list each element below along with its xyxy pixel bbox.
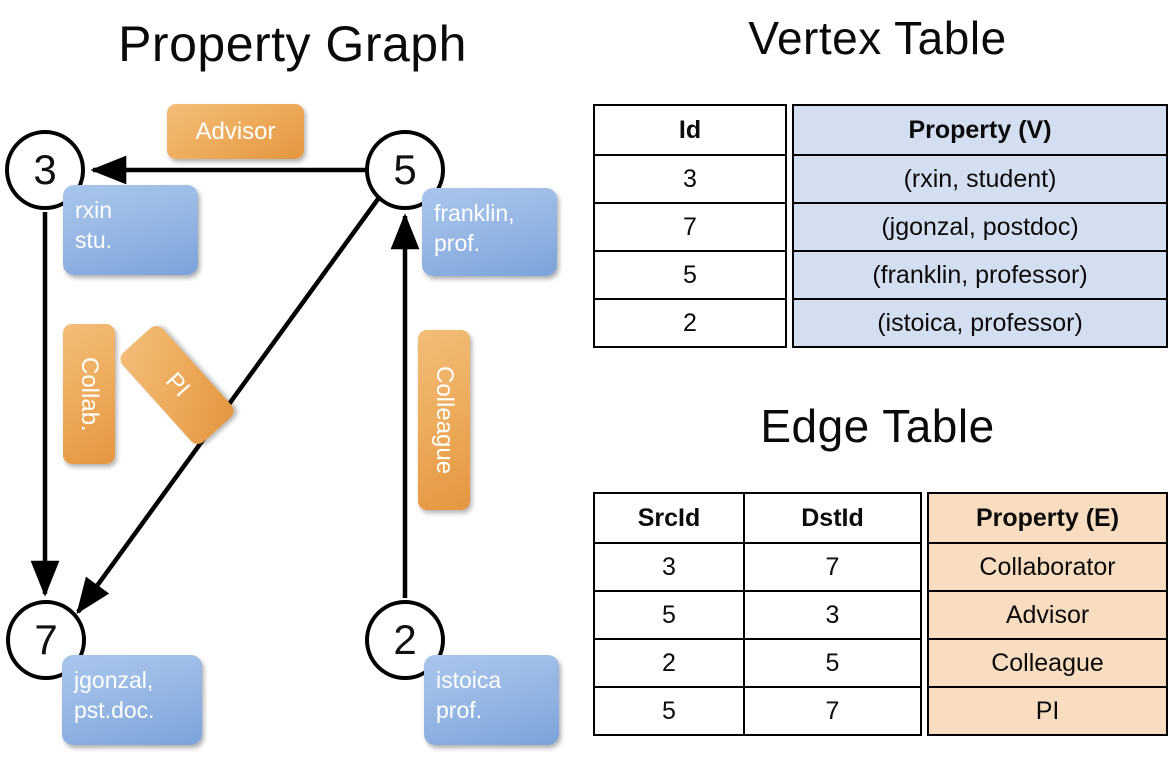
- edge-table-header-dstid: DstId: [743, 492, 922, 544]
- vertex-row-1-id: 7: [593, 202, 787, 252]
- table-row[interactable]: 5 3 Advisor: [593, 590, 1168, 640]
- edge-row-1-dst: 3: [743, 590, 922, 640]
- graph-node-5-label: 5: [393, 146, 417, 193]
- vertex-row-0-id: 3: [593, 154, 787, 204]
- edge-row-1-src: 5: [593, 590, 745, 640]
- vertex-property-box-rxin[interactable]: rxin stu.: [63, 185, 198, 275]
- edge-row-3-property: PI: [927, 686, 1168, 736]
- edge-row-2-src: 2: [593, 638, 745, 688]
- vertex-row-3-id: 2: [593, 298, 787, 348]
- edge-table-column-gap: [921, 543, 928, 591]
- edge-table-header-property: Property (E): [927, 492, 1168, 544]
- vertex-table-header-id: Id: [593, 104, 787, 156]
- vertex-property-rxin-line2: stu.: [75, 227, 113, 253]
- edge-row-3-src: 5: [593, 686, 745, 736]
- vertex-table-column-gap: [786, 251, 793, 299]
- edge-table-column-gap: [921, 591, 928, 639]
- vertex-table-header-property: Property (V): [792, 104, 1168, 156]
- vertex-table-column-gap: [786, 203, 793, 251]
- edge-label-pi-text: PI: [159, 367, 195, 403]
- vertex-row-1-property: (jgonzal, postdoc): [792, 202, 1168, 252]
- page-title-property-graph: Property Graph: [118, 16, 467, 72]
- edge-table-column-gap: [921, 639, 928, 687]
- vertex-property-jgonzal-line2: pst.doc.: [74, 697, 155, 723]
- graph-node-3-label: 3: [33, 146, 57, 193]
- vertex-table: Id Property (V) 3 (rxin, student) 7 (jgo…: [593, 104, 1168, 348]
- vertex-property-box-franklin[interactable]: franklin, prof.: [422, 188, 557, 276]
- vertex-row-2-property: (franklin, professor): [792, 250, 1168, 300]
- edge-table-column-gap: [921, 687, 928, 735]
- edge-row-0-property: Collaborator: [927, 542, 1168, 592]
- edge-row-1-property: Advisor: [927, 590, 1168, 640]
- edge-table: SrcId DstId Property (E) 3 7 Collaborato…: [593, 492, 1168, 736]
- table-row[interactable]: 7 (jgonzal, postdoc): [593, 202, 1168, 252]
- table-row[interactable]: 2 (istoica, professor): [593, 298, 1168, 348]
- vertex-table-column-gap: [786, 155, 793, 203]
- edge-row-0-dst: 7: [743, 542, 922, 592]
- vertex-table-column-gap: [786, 299, 793, 347]
- edge-row-2-property: Colleague: [927, 638, 1168, 688]
- edge-row-2-dst: 5: [743, 638, 922, 688]
- graph-node-2[interactable]: 2: [365, 600, 445, 680]
- vertex-property-franklin-line1: franklin,: [434, 200, 515, 226]
- vertex-property-franklin-line2: prof.: [434, 230, 481, 256]
- vertex-property-rxin-line1: rxin: [75, 197, 113, 223]
- edge-table-header-srcid: SrcId: [593, 492, 745, 544]
- vertex-property-box-jgonzal[interactable]: jgonzal, pst.doc.: [62, 655, 202, 745]
- edge-label-advisor[interactable]: Advisor: [167, 104, 304, 159]
- edge-label-collab-text: Collab.: [76, 356, 103, 432]
- page-title-edge-table: Edge Table: [760, 400, 995, 452]
- edge-label-colleague-text: Colleague: [431, 365, 458, 475]
- vertex-property-box-istoica[interactable]: istoica prof.: [424, 655, 559, 745]
- vertex-property-istoica-line2: prof.: [436, 697, 483, 723]
- table-row[interactable]: 5 (franklin, professor): [593, 250, 1168, 300]
- edge-label-colleague[interactable]: Colleague: [418, 330, 470, 510]
- table-row[interactable]: 3 7 Collaborator: [593, 542, 1168, 592]
- vertex-row-0-property: (rxin, student): [792, 154, 1168, 204]
- page-title-vertex-table: Vertex Table: [748, 12, 1007, 64]
- table-row[interactable]: 5 7 PI: [593, 686, 1168, 736]
- vertex-table-header-row: Id Property (V): [593, 104, 1168, 156]
- vertex-property-istoica-line1: istoica: [436, 667, 502, 693]
- vertex-row-2-id: 5: [593, 250, 787, 300]
- graph-node-5[interactable]: 5: [365, 130, 445, 210]
- vertex-table-column-gap: [786, 105, 793, 155]
- edge-table-column-gap: [921, 493, 928, 543]
- graph-node-2-label: 2: [393, 616, 417, 663]
- property-graph-diagram: 3 5 7 2 rxin stu. franklin, prof. jgonza…: [5, 104, 559, 745]
- edge-label-collab[interactable]: Collab.: [63, 324, 115, 464]
- table-row[interactable]: 2 5 Colleague: [593, 638, 1168, 688]
- vertex-property-jgonzal-line1: jgonzal,: [74, 667, 154, 693]
- vertex-row-3-property: (istoica, professor): [792, 298, 1168, 348]
- edge-row-3-dst: 7: [743, 686, 922, 736]
- edge-table-header-row: SrcId DstId Property (E): [593, 492, 1168, 544]
- edge-label-advisor-text: Advisor: [195, 117, 276, 145]
- graph-node-7-label: 7: [34, 616, 58, 663]
- edge-row-0-src: 3: [593, 542, 745, 592]
- table-row[interactable]: 3 (rxin, student): [593, 154, 1168, 204]
